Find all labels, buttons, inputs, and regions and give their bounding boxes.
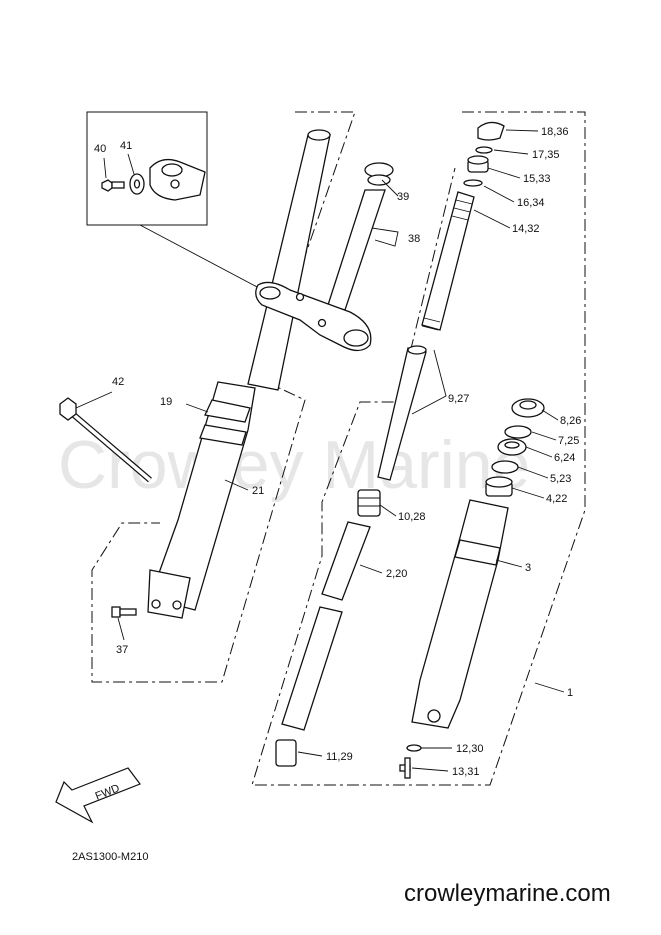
callout-2-20: 2,20	[386, 568, 407, 580]
callout-5-23: 5,23	[550, 473, 571, 485]
callout-37: 37	[116, 644, 128, 656]
callout-38: 38	[408, 233, 420, 245]
callout-6-24: 6,24	[554, 452, 575, 464]
callout-9-27: 9,27	[448, 393, 469, 405]
washer-5-part	[491, 460, 519, 474]
oil-seal-part	[497, 438, 527, 456]
callout-42: 42	[112, 376, 124, 388]
callout-17-35: 17,35	[532, 149, 560, 161]
callout-14-32: 14,32	[512, 223, 540, 235]
fork-pipe-lower-part	[281, 606, 343, 731]
bracket-detail-part	[149, 158, 206, 201]
under-bracket-part	[255, 281, 372, 352]
callout-4-22: 4,22	[546, 493, 567, 505]
fork-pipe-upper-part	[321, 521, 371, 601]
bolt-37-part	[111, 606, 137, 618]
callout-19: 19	[160, 396, 172, 408]
callout-8-26: 8,26	[560, 415, 581, 427]
callout-41: 41	[120, 140, 132, 152]
callout-7-25: 7,25	[558, 435, 579, 447]
dust-seal-part	[511, 398, 545, 418]
bushing-part	[485, 476, 513, 497]
callout-1: 1	[567, 687, 573, 699]
callout-40: 40	[94, 143, 106, 155]
oil-lock-piece-part	[275, 739, 297, 767]
collar-41-part	[129, 173, 145, 195]
diagram-code: 2AS1300-M210	[72, 851, 149, 863]
bolt-40-part	[101, 179, 125, 192]
cap-bolt-part	[477, 121, 505, 141]
callout-11-29: 11,29	[326, 751, 353, 763]
inset-leader-line	[139, 224, 279, 299]
fork-spring-part	[421, 191, 475, 331]
callout-18-36: 18,36	[541, 126, 569, 138]
damper-rod-part	[377, 345, 427, 481]
spacer-part	[467, 155, 489, 173]
callout-15-33: 15,33	[523, 173, 551, 185]
callout-39: 39	[397, 191, 409, 203]
callout-21: 21	[252, 485, 264, 497]
detail-inset-box	[86, 111, 208, 226]
callout-16-34: 16,34	[517, 197, 545, 209]
website-link[interactable]: crowleymarine.com	[404, 880, 611, 907]
right-assembly-boundary	[251, 111, 586, 786]
fwd-arrow-icon: FWD	[55, 767, 141, 824]
steering-stem-part	[327, 162, 394, 311]
circlip-part	[475, 146, 493, 154]
callout-10-28: 10,28	[398, 511, 426, 523]
left-outer-tube-part	[147, 381, 256, 619]
left-assembly-boundary	[91, 111, 356, 683]
right-outer-tube-part	[411, 499, 509, 729]
rebound-spring-part	[357, 489, 381, 517]
stopper-ring-part	[504, 425, 532, 439]
callout-3: 3	[525, 562, 531, 574]
washer-part	[463, 179, 483, 187]
callout-13-31: 13,31	[452, 766, 480, 778]
left-inner-tube-part	[247, 129, 331, 391]
leader-lines	[75, 129, 565, 772]
bolt-13-part	[399, 757, 411, 779]
callout-12-30: 12,30	[456, 743, 484, 755]
gasket-part	[406, 744, 422, 752]
axle-42-part	[59, 397, 152, 483]
